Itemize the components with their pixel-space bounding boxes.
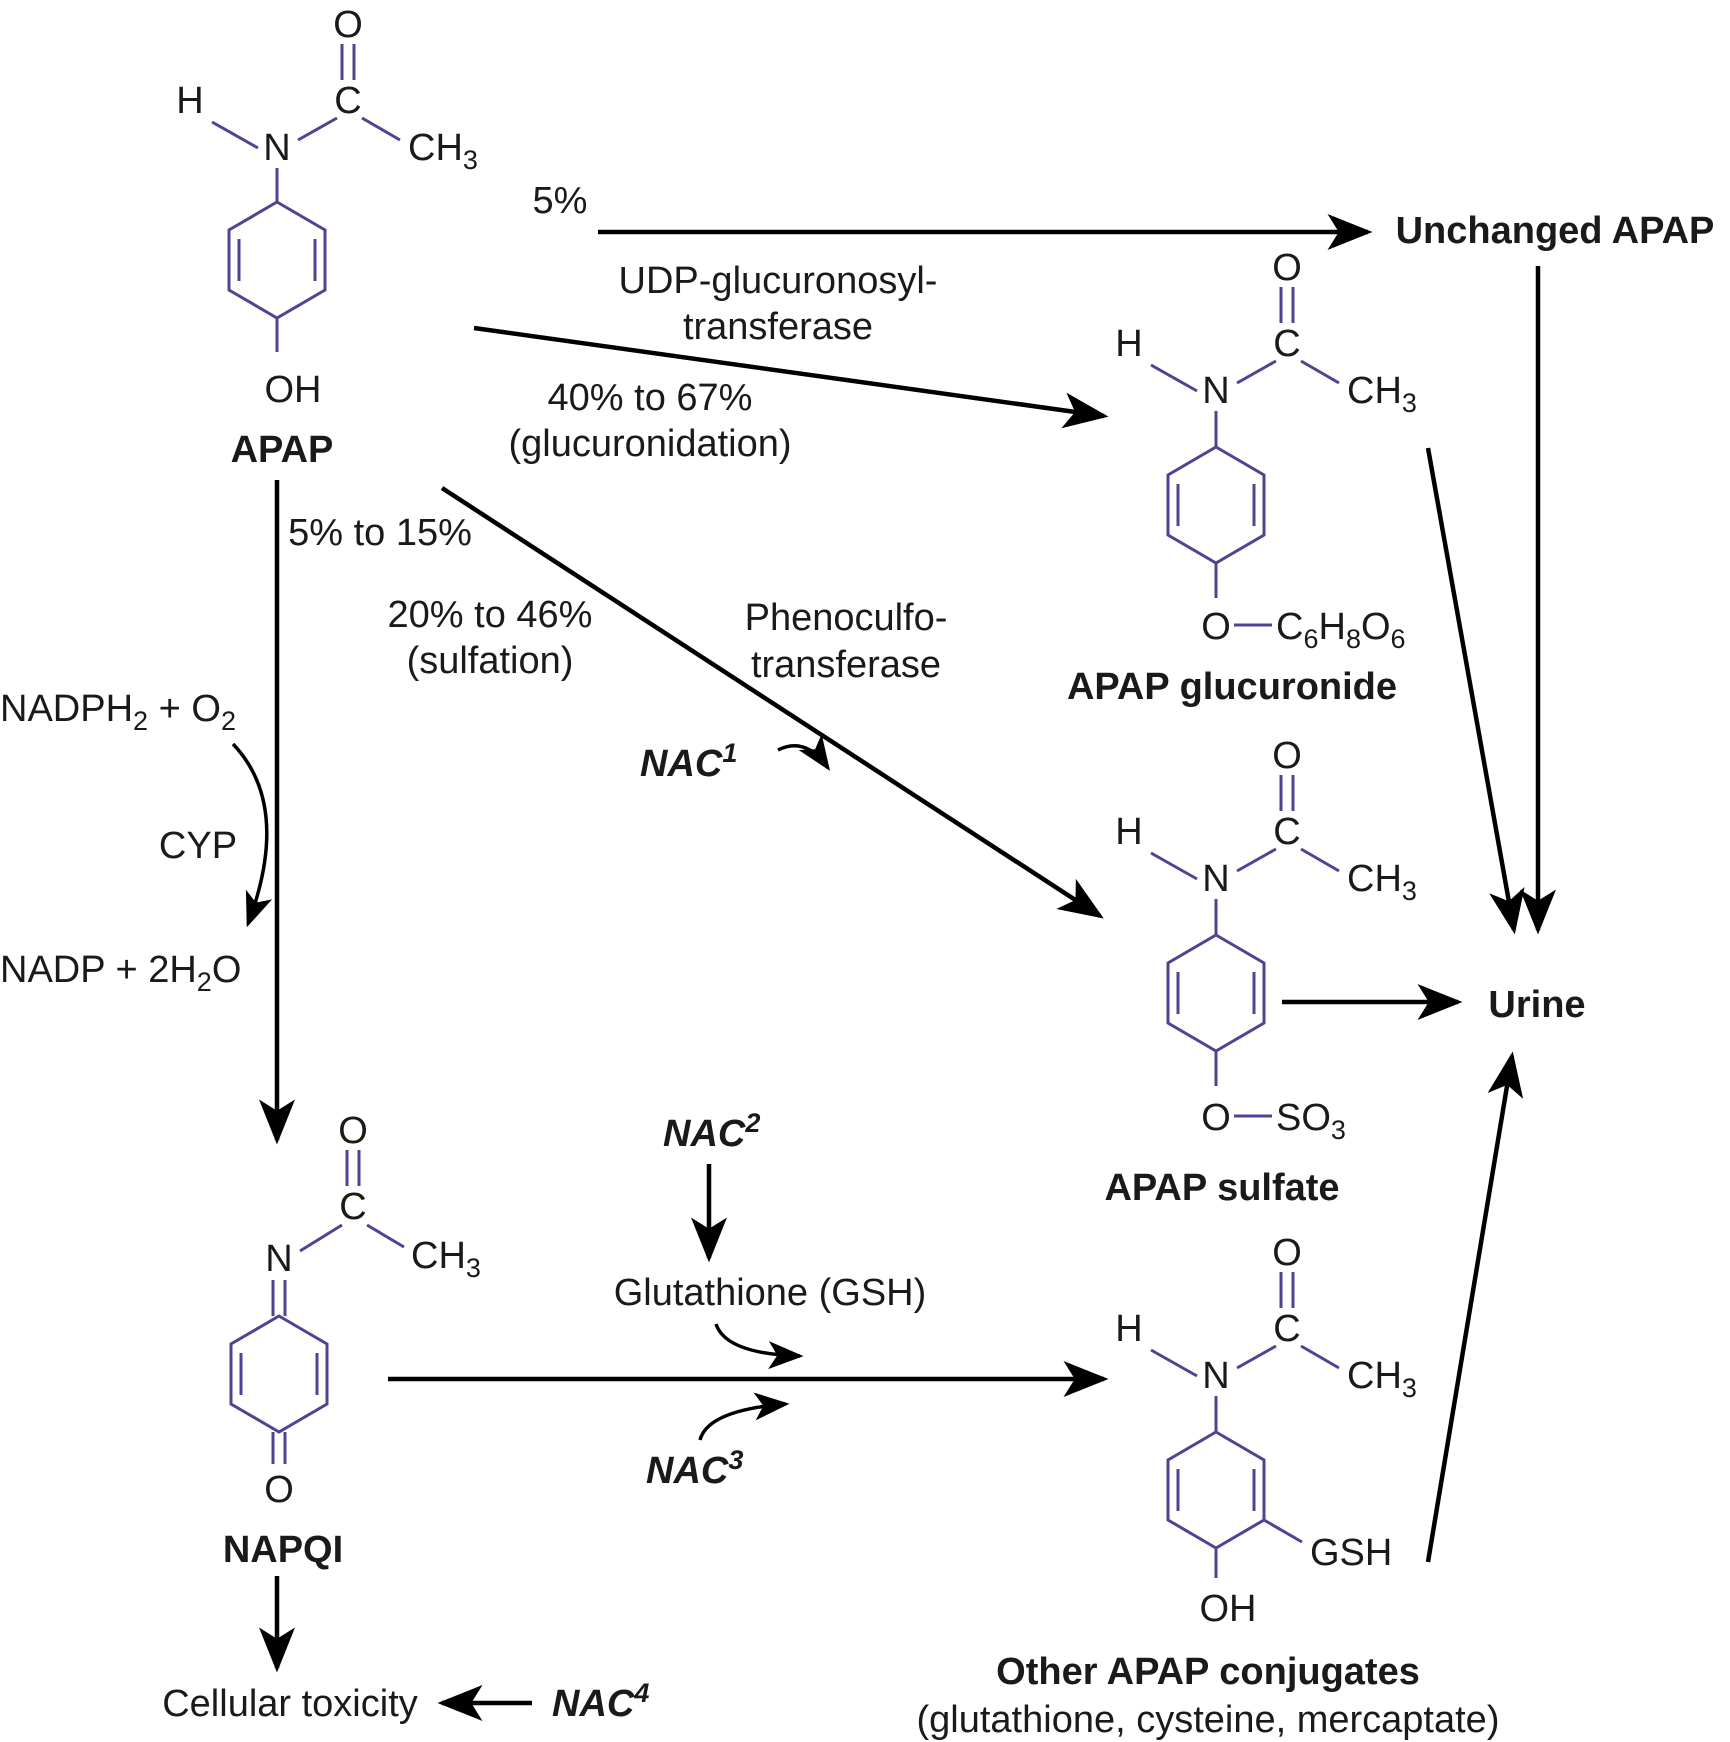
glucuronide-structure: O C H N CH3 O C6H8O6: [1115, 247, 1417, 654]
unchanged-apap-label: Unchanged APAP: [1396, 210, 1715, 252]
nac2-label: NAC2: [663, 1108, 760, 1155]
svg-text:OH: OH: [1200, 1588, 1257, 1630]
conjugates-label: Other APAP conjugates: [996, 1651, 1420, 1693]
nac3-arrow: [698, 1392, 790, 1441]
atom-o: O: [333, 4, 363, 46]
conjugates-note: (glutathione, cysteine, mercaptate): [917, 1699, 1500, 1741]
sulfate-label: APAP sulfate: [1104, 1167, 1339, 1209]
conjugate-structure: O C H N CH3 GSH OH: [1115, 1232, 1417, 1630]
svg-text:O: O: [1201, 606, 1231, 648]
gsh-arrow: [714, 1323, 804, 1370]
svg-text:CH3: CH3: [1347, 370, 1417, 418]
arrow-glucuronidation: [473, 325, 1109, 429]
cyp-label: CYP: [159, 825, 237, 867]
sulfate-group: SO3: [1276, 1097, 1346, 1145]
nac4-label: NAC4: [552, 1678, 649, 1725]
svg-text:N: N: [1202, 858, 1229, 900]
svg-text:CH3: CH3: [1347, 1355, 1417, 1403]
svg-text:CH3: CH3: [1347, 858, 1417, 906]
svg-text:H: H: [1115, 811, 1142, 853]
svg-text:N: N: [1202, 370, 1229, 412]
urine-label: Urine: [1488, 984, 1585, 1026]
ugt-label-line2: transferase: [683, 306, 873, 348]
cyp-percent: 5% to 15%: [288, 512, 472, 554]
glucuronidation-percent: 40% to 67%: [548, 377, 753, 419]
svg-text:O: O: [264, 1469, 294, 1511]
sulfation-percent: 20% to 46%: [388, 594, 593, 636]
nac1-arrow: [777, 734, 830, 771]
svg-text:C: C: [1273, 811, 1300, 853]
hydroxyl-group: OH: [265, 369, 322, 411]
glucuronide-group: C6H8O6: [1276, 606, 1406, 654]
nadp-product: NADP + 2H2O: [0, 949, 241, 997]
svg-text:O: O: [338, 1110, 368, 1152]
svg-text:C: C: [339, 1186, 366, 1228]
atom-h: H: [176, 80, 203, 122]
svg-text:N: N: [265, 1238, 292, 1280]
arrow-glucuronide-to-urine: [1425, 447, 1525, 935]
nac3-label: NAC3: [646, 1445, 743, 1492]
glucuronidation-name: (glucuronidation): [508, 423, 791, 465]
nadph-cofactor: NADPH2 + O2: [0, 688, 236, 736]
pheno-label-line1: Phenoculfo-: [745, 597, 948, 639]
svg-text:O: O: [1272, 1232, 1302, 1274]
svg-text:O: O: [1201, 1097, 1231, 1139]
methyl-group: CH3: [408, 127, 478, 175]
gsh-group: GSH: [1310, 1532, 1392, 1574]
apap-label: APAP: [231, 429, 334, 471]
atom-c: C: [334, 80, 361, 122]
svg-text:H: H: [1115, 1308, 1142, 1350]
svg-text:O: O: [1272, 735, 1302, 777]
cyp-cofactor-arrow: [231, 742, 273, 928]
arrow-sulfation: [440, 486, 1104, 919]
ugt-label-line1: UDP-glucuronosyl-: [619, 260, 938, 302]
apap-structure: O C H N CH3 OH: [176, 4, 478, 411]
unchanged-percent: 5%: [533, 180, 588, 222]
napqi-structure: O C N CH3 O: [229, 1110, 481, 1511]
svg-text:O: O: [1272, 247, 1302, 289]
sulfate-structure: O C H N CH3 O SO3: [1115, 735, 1417, 1145]
cellular-toxicity-label: Cellular toxicity: [162, 1683, 418, 1725]
atom-n: N: [263, 127, 290, 169]
glucuronide-label: APAP glucuronide: [1067, 666, 1397, 708]
svg-text:N: N: [1202, 1355, 1229, 1397]
pheno-label-line2: transferase: [751, 644, 941, 686]
arrow-conjugates-to-urine: [1425, 1051, 1524, 1563]
glutathione-label: Glutathione (GSH): [614, 1272, 927, 1314]
svg-text:C: C: [1273, 323, 1300, 365]
svg-text:C: C: [1273, 1308, 1300, 1350]
svg-text:CH3: CH3: [411, 1235, 481, 1283]
svg-text:H: H: [1115, 323, 1142, 365]
nac1-label: NAC1: [640, 738, 737, 785]
napqi-label: NAPQI: [223, 1529, 343, 1571]
sulfation-name: (sulfation): [407, 640, 574, 682]
